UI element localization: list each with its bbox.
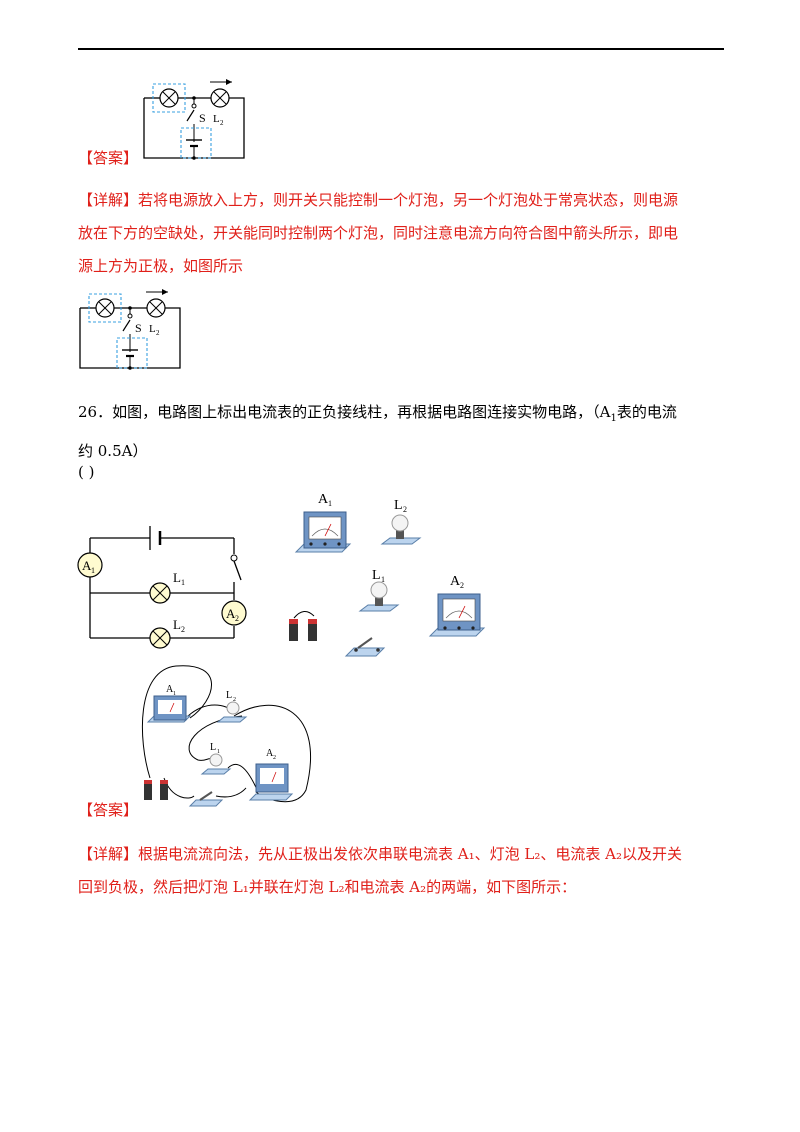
battery-device	[144, 780, 168, 800]
svg-text:S: S	[135, 321, 142, 335]
circuit-diagram-2: S L 2	[79, 289, 181, 370]
svg-text:1: 1	[91, 566, 95, 575]
arrow-icon	[226, 79, 232, 85]
ammeter-a2-icon: A 2	[221, 600, 247, 626]
lamp-l2-icon: L 2	[149, 617, 185, 649]
svg-text:1: 1	[173, 691, 176, 697]
svg-text:L: L	[372, 568, 381, 583]
svg-text:L: L	[173, 617, 181, 632]
svg-text:S: S	[199, 111, 206, 125]
svg-text:A: A	[82, 558, 92, 573]
svg-text:L: L	[149, 323, 156, 335]
svg-text:L: L	[210, 742, 216, 753]
svg-text:1: 1	[181, 578, 185, 587]
lamp-l2-device: L 2	[380, 498, 422, 545]
ammeter-a1-device: A 1	[294, 492, 352, 553]
ammeter-a1-icon: A 1	[77, 552, 103, 578]
svg-text:2: 2	[273, 755, 276, 761]
lamp-l2-icon	[146, 298, 166, 318]
answer-tag-1: 【答案】	[78, 149, 139, 167]
ammeter-a1-device: A 1	[146, 684, 192, 723]
answer-tag-2: 【答案】	[78, 801, 139, 819]
lamp-icon	[159, 88, 179, 108]
svg-text:2: 2	[233, 697, 236, 703]
svg-text:2: 2	[460, 581, 464, 590]
svg-text:1: 1	[381, 575, 385, 584]
lamp-l2-icon	[210, 88, 230, 108]
svg-text:2: 2	[156, 329, 160, 337]
header-rule	[78, 48, 724, 50]
switch-icon	[122, 319, 131, 332]
battery-device	[289, 611, 317, 641]
explain-tag-1: 【详解】	[78, 191, 139, 209]
question-26: 26．如图，电路图上标出电流表的正负接线柱，再根据电路图连接实物电路，（A1表的…	[78, 403, 677, 460]
switch-device	[188, 791, 224, 807]
ammeter-a2-device: A 2	[428, 574, 486, 637]
svg-text:L: L	[213, 113, 220, 125]
svg-text:A: A	[166, 684, 174, 695]
lamp-l1-icon: L 1	[149, 570, 185, 604]
svg-text:L: L	[226, 690, 232, 701]
wired-circuit: A 1 L 2 L 1 A 2	[141, 665, 312, 807]
arrow-icon	[162, 289, 168, 295]
ammeter-a2-device: A 2	[248, 748, 294, 801]
switch-device	[344, 637, 386, 657]
svg-text:2: 2	[403, 505, 407, 514]
circuit-diagram-3: A 1 A 2 L 1 L 2	[77, 526, 247, 649]
explanation-2: 【详解】根据电流流向法，先从正极出发依次串联电流表 A₁、灯泡 L₂、电流表 A…	[78, 845, 682, 896]
svg-text:2: 2	[181, 625, 185, 634]
question-number: 26．	[78, 403, 113, 421]
svg-text:1: 1	[217, 749, 220, 755]
circuit-diagram-1: S L 2	[143, 79, 245, 160]
svg-text:1: 1	[328, 499, 332, 508]
lamp-icon	[95, 298, 115, 318]
lamp-l1-device: L 1	[200, 742, 232, 775]
svg-text:A: A	[318, 492, 329, 507]
svg-text:2: 2	[220, 119, 224, 127]
svg-text:A: A	[226, 606, 236, 621]
explanation-1: 【详解】若将电源放入上方，则开关只能控制一个灯泡，另一个灯泡处于常亮状态，则电源…	[78, 191, 679, 275]
svg-text:A: A	[266, 748, 274, 759]
switch-icon	[186, 109, 195, 122]
svg-text:2: 2	[235, 614, 239, 623]
physical-components: A 1 L 2 L 1 A 2	[289, 492, 486, 657]
svg-text:A: A	[450, 574, 461, 589]
switch-icon	[233, 560, 242, 581]
lamp-l1-device: L 1	[358, 568, 400, 612]
explain-tag-2: 【详解】	[78, 845, 139, 863]
lamp-l2-device: L 2	[216, 690, 248, 723]
answer-blank: ( )	[78, 463, 95, 481]
svg-text:L: L	[394, 498, 403, 513]
svg-text:L: L	[173, 570, 181, 585]
